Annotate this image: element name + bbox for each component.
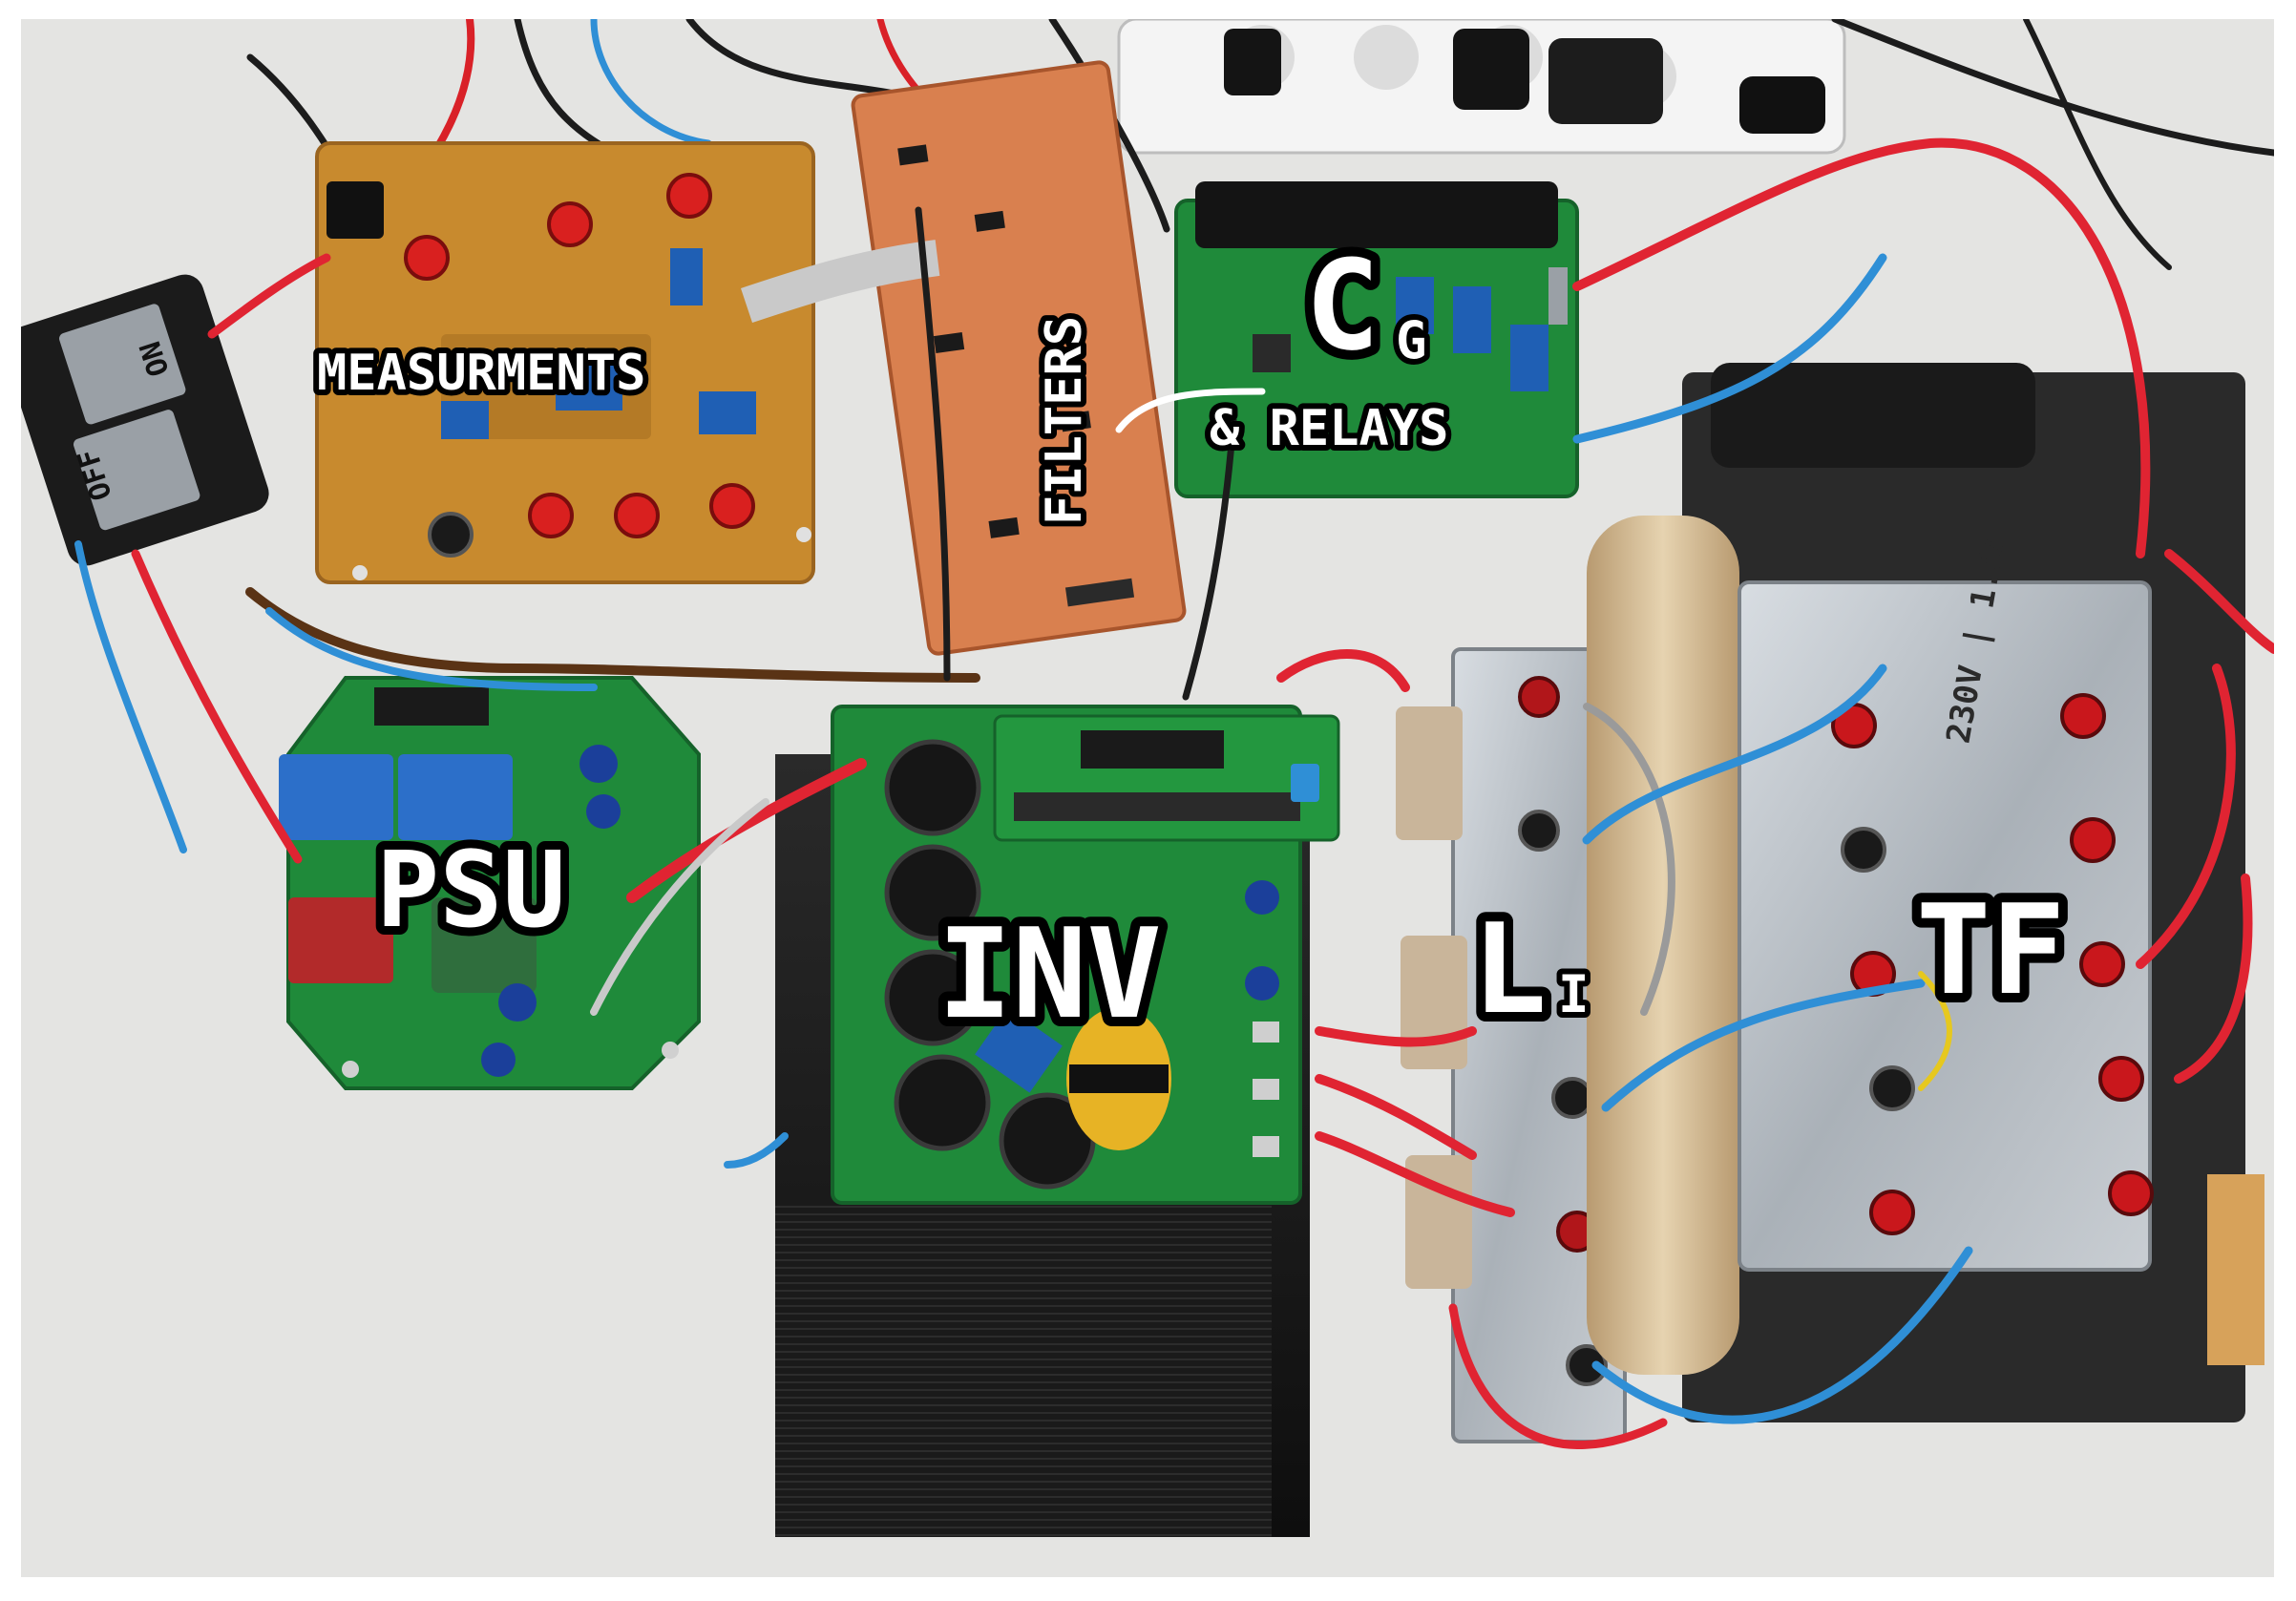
component-labels: MEASURMENTS FILTERS C G & RELAYS PSU INV… [311, 223, 2075, 1056]
cg-relays-board [1174, 181, 1579, 498]
psu-board [279, 676, 701, 1090]
label-filters: FILTERS [1036, 316, 1093, 525]
label-tf: TF [1916, 877, 2066, 1022]
label-cg-sub: G [1396, 310, 1427, 370]
ribbon-cable [740, 240, 940, 324]
label-measurements: MEASURMENTS [317, 345, 645, 402]
label-psu: PSU [376, 829, 566, 951]
label-cg-main: C [1305, 233, 1380, 378]
label-inv: INV [937, 901, 1162, 1046]
transformer-tf: 230V | 1.3A [1587, 363, 2264, 1422]
lab-setup-photo: ON OFF [21, 19, 2274, 1577]
inverter-board [831, 705, 1340, 1205]
power-strip [1117, 19, 1846, 155]
measurement-board [315, 141, 815, 584]
label-li-main: L [1472, 896, 1547, 1042]
label-relays: & RELAYS [1210, 400, 1448, 457]
foreground-wiring [74, 137, 2274, 1450]
label-li-sub: I [1558, 964, 1590, 1024]
on-off-switch-box: ON OFF [21, 274, 269, 566]
filters-board [851, 60, 1187, 656]
inductor-li [1396, 647, 1627, 1443]
